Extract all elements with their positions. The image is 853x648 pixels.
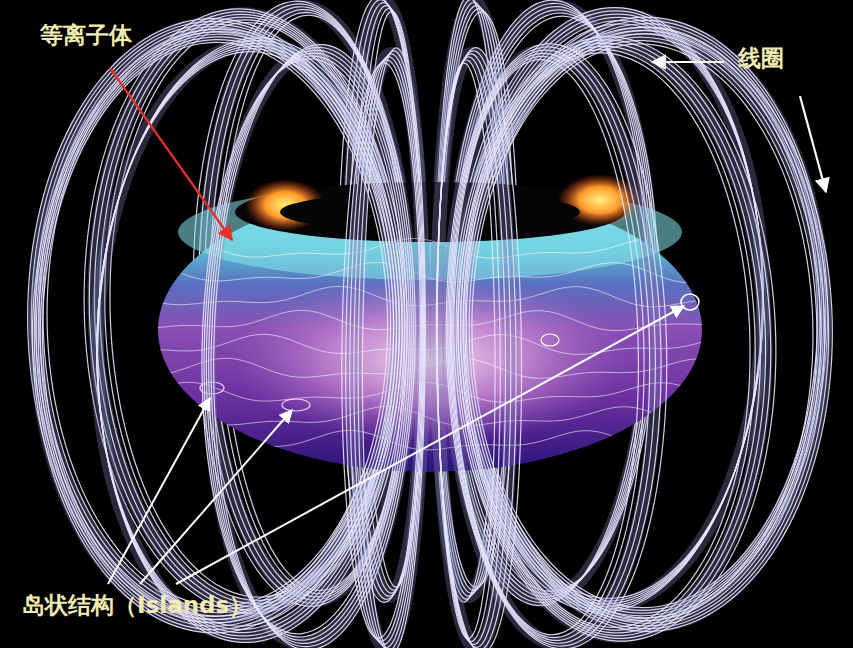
coil-strand [454,37,776,641]
part-label: 等离子体 [40,22,132,48]
coil-strand [98,38,407,643]
coil-strand [437,54,511,648]
coil-strand [450,53,649,640]
coil-strand [437,60,500,642]
coil-strand [448,47,661,646]
part-label: 岛状结构（Islands） [22,592,252,618]
coil-strand [34,32,399,630]
coil-strand [449,50,655,643]
coil-strand [36,34,396,626]
part-label: 线圈 [738,45,784,71]
coil-strand [40,40,390,620]
coil-strand [452,56,644,637]
part-label-box: 等离子体 [40,22,132,48]
coil-band [449,50,655,643]
contour-line [150,382,710,402]
coil-strand [437,63,495,638]
leader-lines [108,62,826,584]
contour-line [150,238,710,258]
coil-strand [436,48,521,648]
coil-strand [204,56,407,637]
coil-strand [437,57,505,645]
part-label-box: 岛状结构（Islands） [22,592,252,618]
coil-strand [458,43,765,635]
coil-strand [32,29,402,633]
contour-line [150,430,710,450]
coil-strand [42,42,387,616]
part-label-box: 线圈 [738,45,784,71]
coil-strand [437,51,517,648]
coil-strand [38,37,393,623]
coil-strand [446,44,666,648]
contour-line [150,405,710,427]
